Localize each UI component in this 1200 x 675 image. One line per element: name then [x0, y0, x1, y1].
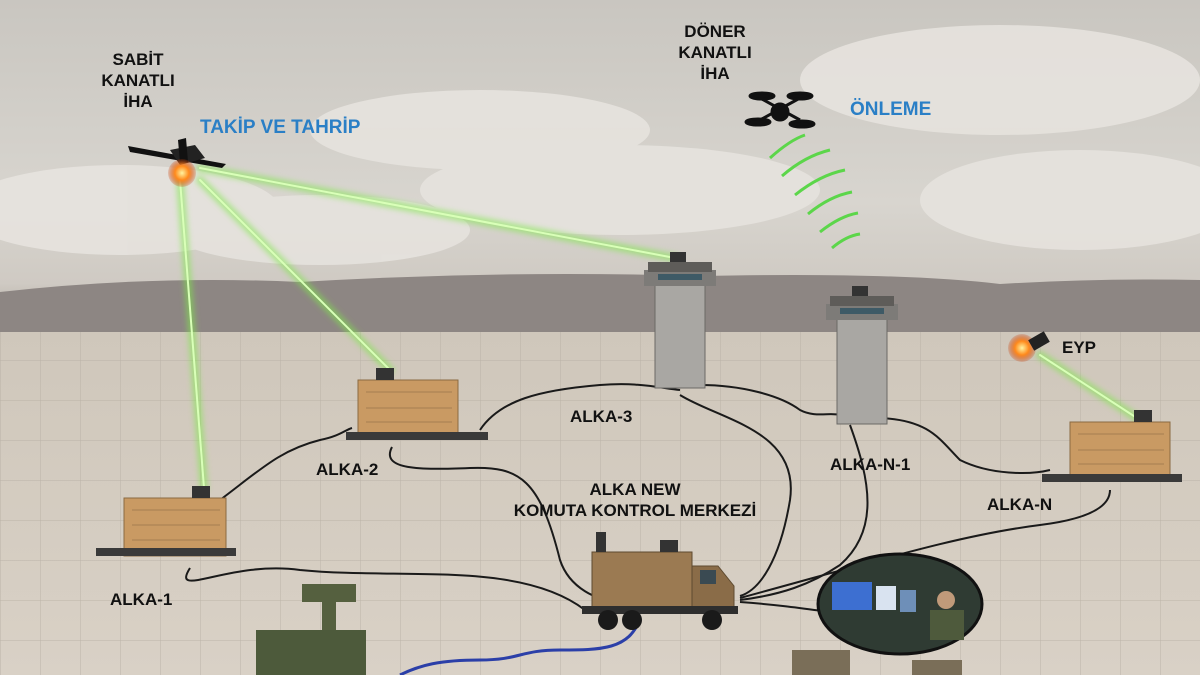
rotary-wing-uav-icon: [744, 91, 816, 129]
alka-n-1-label: ALKA-N-1: [830, 455, 911, 474]
rotary-wing-uav-label-line-3: İHA: [700, 64, 730, 83]
laser-beam-alka1: [179, 179, 205, 489]
fixed-wing-uav-label: SABİT KANATLI İHA: [88, 49, 188, 112]
fixed-wing-uav-label-line-3: İHA: [123, 92, 153, 111]
laser-beam-alka3: [199, 167, 676, 259]
command-center-label-line-1: ALKA NEW: [589, 480, 681, 499]
cable-alkan-center: [739, 489, 1111, 599]
laser-beam-alkan: [1039, 354, 1141, 421]
cable-alka3-alkan1: [699, 384, 841, 416]
eyp-label: EYP: [1062, 338, 1097, 357]
laser-beams: [176, 164, 1144, 492]
radar-vehicle-icon: [256, 584, 366, 675]
cable-alkan1-center: [739, 424, 869, 601]
alka-n-1-tower-icon: [826, 286, 898, 425]
jamming-signal-icon: [768, 133, 861, 250]
cable-alka1-center: [185, 567, 586, 611]
fixed-wing-uav-icon: [128, 138, 226, 187]
cable-alka2-center: [388, 446, 611, 601]
alka-2-label: ALKA-2: [316, 460, 379, 479]
fixed-wing-uav-label-line-2: KANATLI: [101, 71, 175, 90]
cable-alkan1-alkan: [879, 417, 1051, 474]
alka-n-label: ALKA-N: [987, 495, 1053, 514]
alka-1-shelter-icon: [96, 486, 236, 557]
cable-alka1-alka2: [219, 427, 353, 501]
command-center-label-line-2: KOMUTA KONTROL MERKEZİ: [513, 501, 757, 520]
mountain-range: [0, 274, 1200, 335]
foreground-shelter-icon: [792, 650, 962, 675]
laser-beam-alka2: [199, 179, 391, 371]
alka-3-label: ALKA-3: [570, 407, 633, 426]
cable-alka3-center: [679, 394, 792, 597]
track-and-destroy-label: TAKİP VE TAHRİP: [200, 117, 361, 138]
rotary-wing-uav-label-line-1: DÖNER: [684, 22, 746, 41]
alka-n-shelter-icon: [1042, 410, 1182, 482]
rotary-wing-uav-label-line-2: KANATLI: [678, 43, 752, 62]
alka-1-label: ALKA-1: [110, 590, 173, 609]
alka-3-tower-icon: [644, 252, 716, 389]
command-center-label: ALKA NEW KOMUTA KONTROL MERKEZİ: [470, 479, 800, 521]
operator-console-icon: [816, 552, 984, 656]
command-truck-icon: [582, 532, 738, 630]
clouds: [0, 25, 1200, 265]
rotary-wing-uav-label: DÖNER KANATLI İHA: [660, 21, 770, 84]
interception-label: ÖNLEME: [850, 99, 932, 120]
cable-network: [185, 383, 1111, 613]
fixed-wing-uav-label-line-1: SABİT: [112, 50, 164, 69]
blue-cable: [399, 617, 642, 675]
eyp-target-icon: [1008, 331, 1050, 362]
alka-2-shelter-icon: [346, 368, 488, 440]
